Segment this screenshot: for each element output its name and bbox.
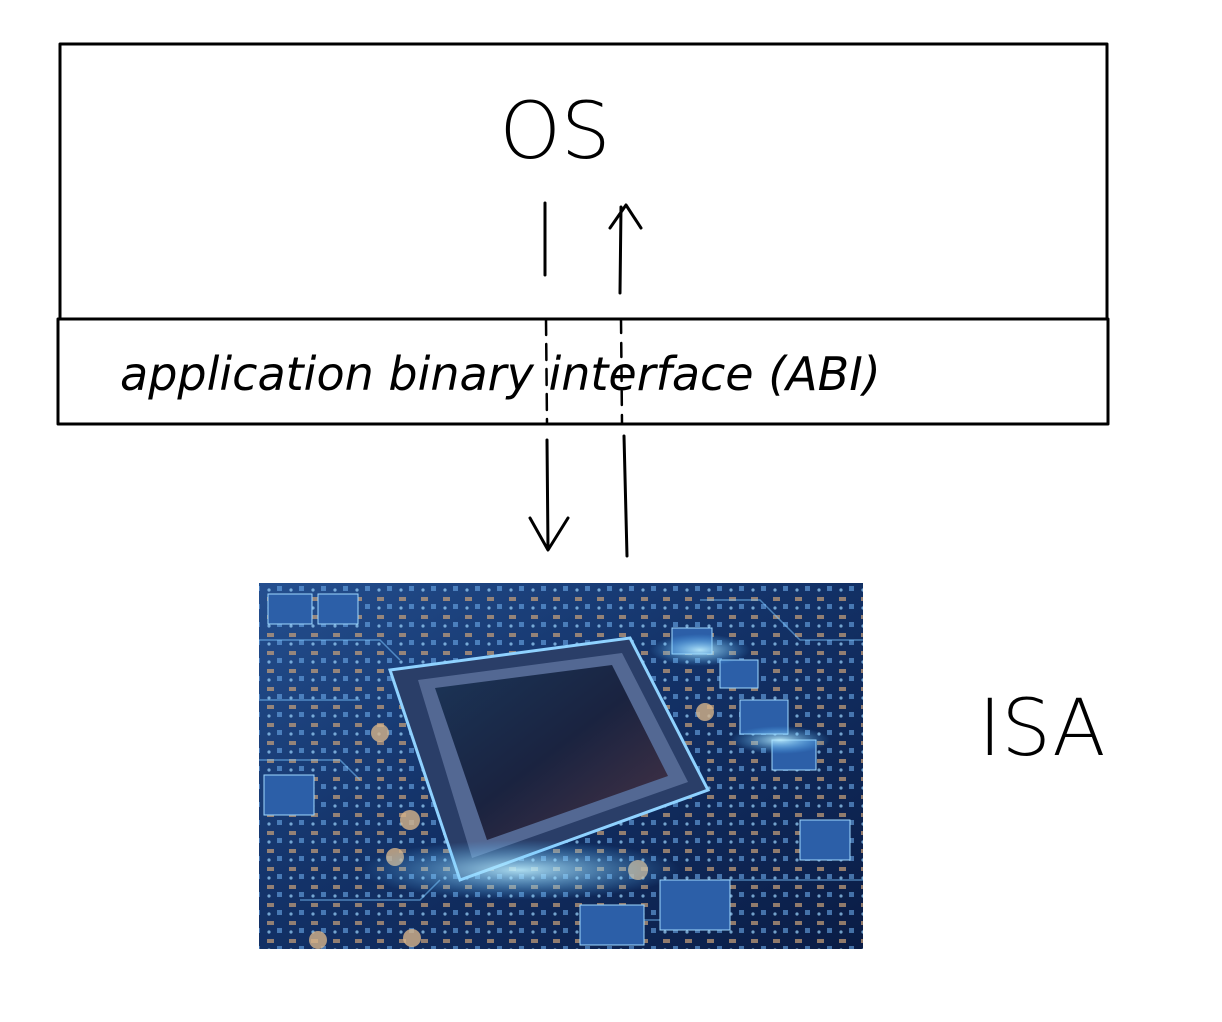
up-arrow-icon <box>608 203 643 558</box>
os-label: OS <box>500 87 611 177</box>
abi-band <box>56 317 1110 426</box>
abi-label: application binary interface (ABI) <box>120 347 881 401</box>
os-box <box>58 42 1109 321</box>
chip-image <box>259 583 863 949</box>
isa-label: ISA <box>978 684 1105 774</box>
down-arrow-icon <box>528 201 570 552</box>
